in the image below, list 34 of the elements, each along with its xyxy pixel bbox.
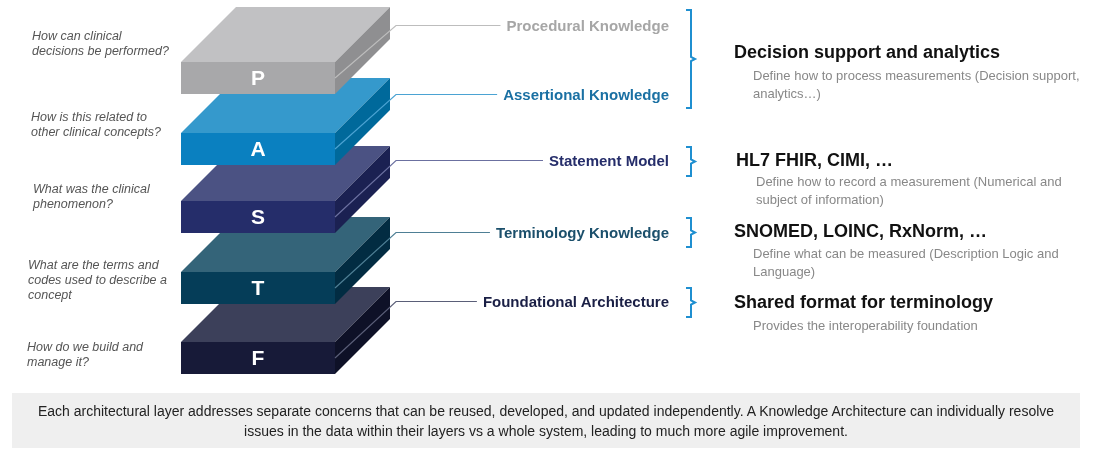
layer-label: Assertional Knowledge [503, 86, 669, 103]
layer-label: Procedural Knowledge [506, 17, 669, 34]
question-text: How do we build and manage it? [27, 340, 145, 370]
description-text: Define what can be measured (Description Logic and Language) [753, 245, 1060, 281]
description-text: Define how to record a measurement (Numerical and subject of information) [756, 173, 1063, 209]
layer-label: Statement Model [549, 152, 669, 169]
layer-letter: A [249, 137, 267, 161]
leader-line [334, 300, 478, 359]
question-text: How is this related to other clinical concepts? [31, 110, 162, 140]
leader-line [334, 231, 491, 289]
layer-letter: T [250, 276, 266, 300]
layer-front-face [181, 62, 335, 94]
layer-label: Foundational Architecture [482, 293, 669, 310]
heading-text: HL7 FHIR, CIMI, … [736, 150, 893, 171]
caption-text: Each architectural layer addresses separate concerns that can be reused, developed, and updated independently. A Knowledge Architecture can individually resolve issues in the data within their layers vs a whole system, leading to much more agile improvement. [12, 393, 1080, 448]
question-text: What are the terms and codes used to describe a concept [28, 258, 168, 303]
layer-label: Terminology Knowledge [495, 224, 669, 241]
leader-line [334, 159, 544, 218]
layer-letter: F [250, 346, 266, 370]
description-text: Provides the interoperability foundation [753, 317, 979, 335]
layer-front-face [181, 201, 335, 233]
question-text: What was the clinical phenomenon? [33, 182, 151, 212]
layer-front-face [181, 272, 335, 304]
heading-text: Decision support and analytics [734, 42, 1001, 63]
question-text: How can clinical decisions be performed? [32, 29, 170, 59]
heading-text: Shared format for terminology [734, 292, 994, 313]
layer-letter: S [250, 205, 266, 229]
heading-text: SNOMED, LOINC, RxNorm, … [734, 221, 988, 242]
leader-line [334, 93, 498, 150]
leader-line [334, 24, 502, 79]
layer-letter: P [250, 66, 266, 90]
layer-front-face [181, 342, 335, 374]
description-text: Define how to process measurements (Decision support, analytics…) [753, 67, 1081, 103]
layer-front-face [181, 133, 335, 165]
